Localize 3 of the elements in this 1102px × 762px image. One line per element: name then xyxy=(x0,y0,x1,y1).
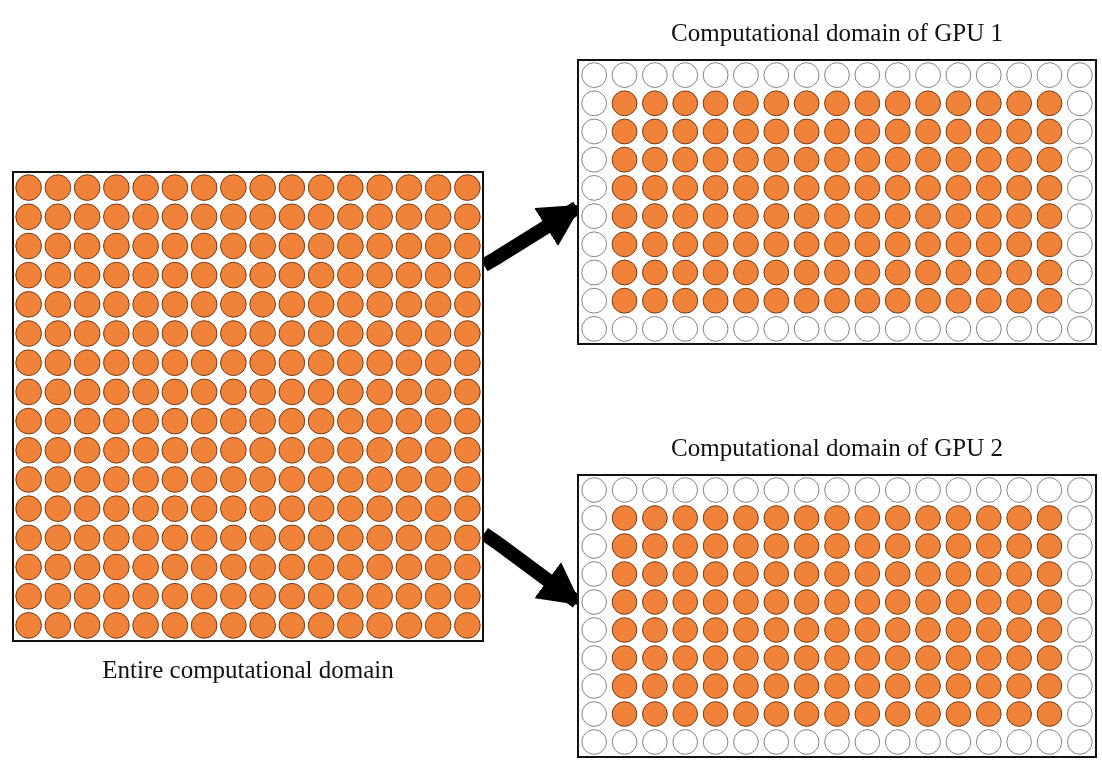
domain-caption: Computational domain of GPU 2 xyxy=(670,434,1004,462)
domain-caption: Entire computational domain xyxy=(101,656,395,684)
domain-caption: Computational domain of GPU 1 xyxy=(670,19,1004,47)
